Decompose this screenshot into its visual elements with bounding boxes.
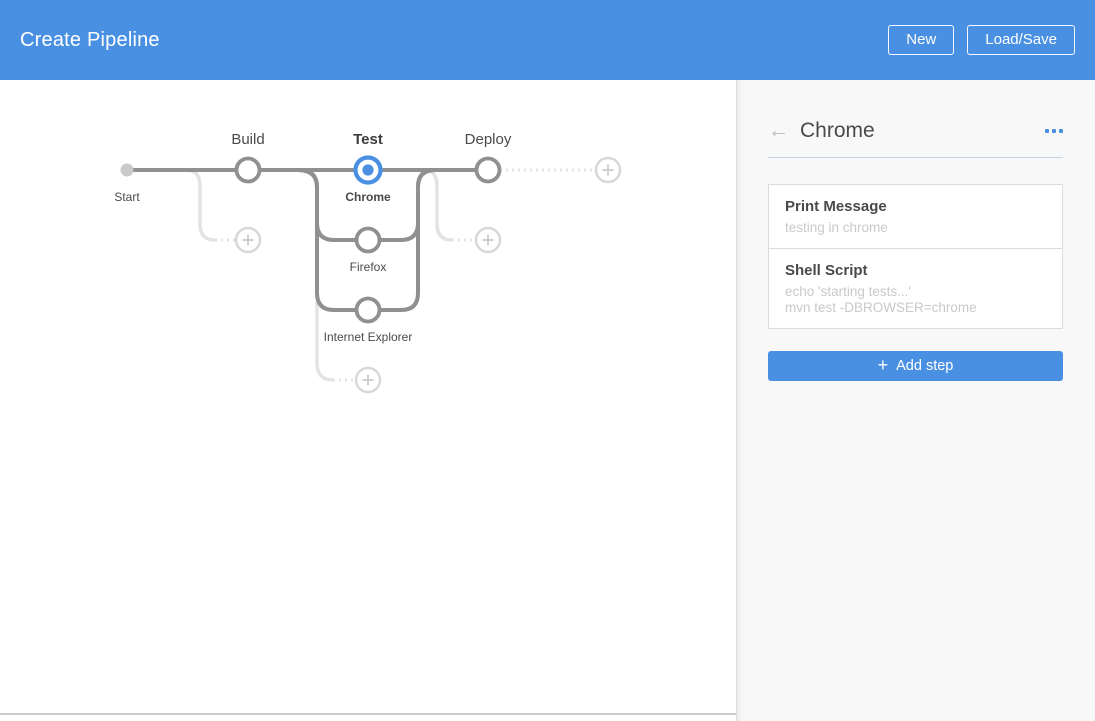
add-step-label: Add step bbox=[896, 358, 954, 374]
add-stage-connector-build bbox=[185, 168, 216, 242]
add-stage-button-after-deploy[interactable] bbox=[474, 226, 502, 254]
start-node bbox=[120, 163, 134, 177]
add-branch-connector bbox=[315, 302, 334, 382]
step-title: Print Message bbox=[785, 198, 887, 215]
header-actions: New Load/Save bbox=[888, 25, 1075, 55]
add-parallel-branch-button[interactable] bbox=[354, 366, 382, 394]
step-item-shell-script[interactable]: Shell Script echo 'starting tests...' mv… bbox=[769, 248, 1062, 328]
step-title: Shell Script bbox=[785, 262, 868, 279]
stage-node-test-selected[interactable] bbox=[353, 155, 383, 185]
back-arrow-icon[interactable]: ← bbox=[768, 119, 789, 142]
add-stage-connector-deploy bbox=[423, 168, 453, 242]
plus-icon: + bbox=[877, 355, 889, 375]
stage-label-test: Test bbox=[353, 131, 383, 148]
stage-detail-panel: ← Chrome Print Message testing in chrome… bbox=[736, 80, 1095, 721]
load-save-button[interactable]: Load/Save bbox=[967, 25, 1075, 55]
add-stage-button-end[interactable] bbox=[594, 156, 622, 184]
branch-label-internet-explorer: Internet Explorer bbox=[323, 330, 413, 344]
step-item-print-message[interactable]: Print Message testing in chrome bbox=[769, 185, 1062, 248]
panel-header: ← Chrome bbox=[768, 118, 1063, 144]
new-button[interactable]: New bbox=[888, 25, 955, 55]
page-title: Create Pipeline bbox=[20, 28, 160, 51]
step-detail: mvn test -DBROWSER=chrome bbox=[785, 300, 977, 315]
pipeline-canvas: Build Test Deploy Start Chrome Firefox I… bbox=[0, 80, 736, 721]
branch-node-internet-explorer[interactable] bbox=[354, 296, 382, 324]
pipeline-graph bbox=[120, 155, 622, 394]
branch-label-chrome: Chrome bbox=[345, 190, 391, 204]
stage-label-build: Build bbox=[231, 131, 265, 148]
steps-list: Print Message testing in chrome Shell Sc… bbox=[768, 184, 1063, 329]
app-header: Create Pipeline New Load/Save bbox=[0, 0, 1095, 80]
step-detail: echo 'starting tests...' bbox=[785, 284, 911, 299]
stage-label-deploy: Deploy bbox=[464, 131, 512, 148]
add-step-button[interactable]: + Add step bbox=[768, 351, 1063, 381]
start-label: Start bbox=[114, 190, 140, 204]
branch-label-firefox: Firefox bbox=[349, 260, 387, 274]
ellipsis-menu-icon[interactable] bbox=[1045, 125, 1063, 137]
panel-title: Chrome bbox=[800, 119, 875, 142]
stage-node-build[interactable] bbox=[234, 156, 262, 184]
canvas-bottom-divider bbox=[0, 713, 736, 715]
branch-node-firefox[interactable] bbox=[354, 226, 382, 254]
stage-node-deploy[interactable] bbox=[474, 156, 502, 184]
step-detail: testing in chrome bbox=[785, 220, 888, 235]
add-stage-button-after-build[interactable] bbox=[234, 226, 262, 254]
panel-header-divider bbox=[768, 157, 1063, 158]
